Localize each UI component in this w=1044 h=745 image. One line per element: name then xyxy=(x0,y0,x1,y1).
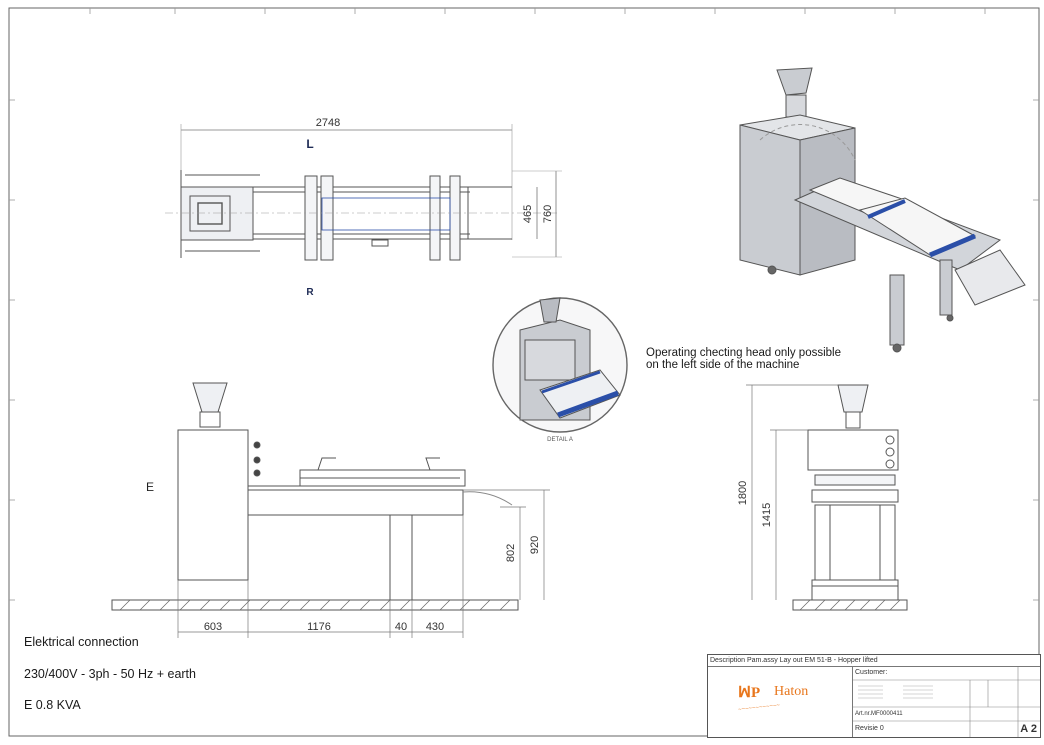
detail-label: DETAIL A xyxy=(547,437,573,443)
side-view xyxy=(111,382,550,638)
operating-note-line1: Operating checting head only possible xyxy=(646,347,841,359)
dim-width-inner: 465 xyxy=(522,205,534,223)
detail-a-view xyxy=(492,297,628,433)
title-block-customer: Customer: xyxy=(855,669,888,676)
dim-width-outer: 760 xyxy=(542,205,554,223)
haton-brand: Haton xyxy=(774,684,809,699)
dim-920: 920 xyxy=(529,536,541,554)
haton-logo-mark: ꟽP xyxy=(738,685,761,701)
side-left-label: L xyxy=(306,137,313,151)
dim-length: 2748 xyxy=(316,117,340,129)
frame-ticks xyxy=(9,8,1039,601)
isometric-view xyxy=(739,67,1026,353)
dim-1415: 1415 xyxy=(761,503,773,527)
sheet-frame xyxy=(8,7,1040,737)
dim-802: 802 xyxy=(505,544,517,562)
operating-note-line2: on the left side of the machine xyxy=(646,359,800,371)
haton-tagline: ~~~~~~~~~~~~ xyxy=(737,702,781,714)
dim-40: 40 xyxy=(395,621,407,633)
dim-1176: 1176 xyxy=(307,621,331,633)
electrical-title: Elektrical connection xyxy=(24,635,139,649)
electrical-power: E 0.8 KVA xyxy=(24,698,81,712)
title-block-description: Description Pam.assy Lay out EM 51-B - H… xyxy=(708,655,1040,667)
title-block-sheet-size: A 2 xyxy=(1020,723,1037,735)
dim-603: 603 xyxy=(204,621,222,633)
haton-logo: ꟽP Haton ~~~~~~~~~~~~ xyxy=(708,667,853,737)
side-right-label: R xyxy=(306,287,314,298)
electrical-spec: 230/400V - 3ph - 50 Hz + earth xyxy=(24,667,196,681)
title-block-article: Art.nr.MF0000411 xyxy=(855,711,903,717)
front-view xyxy=(746,384,908,611)
title-block-revision: Revisie 0 xyxy=(855,725,884,732)
dim-430: 430 xyxy=(426,621,444,633)
title-block: Description Pam.assy Lay out EM 51-B - H… xyxy=(707,654,1041,738)
dim-1800: 1800 xyxy=(737,481,749,505)
side-label-e: E xyxy=(146,480,154,494)
top-view xyxy=(165,124,562,261)
operating-note: Operating checting head only possible on… xyxy=(646,347,841,371)
